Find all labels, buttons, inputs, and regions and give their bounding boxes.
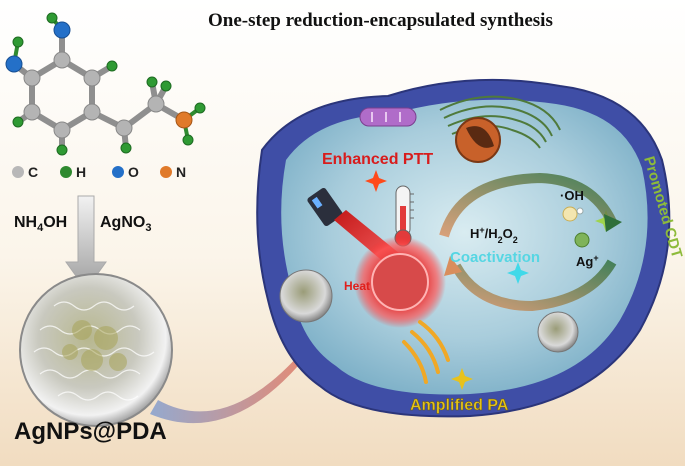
legend-label-o: O xyxy=(128,164,139,180)
organelle-mitochondrion xyxy=(359,107,417,127)
legend-dot-c xyxy=(12,166,24,178)
laser-device xyxy=(307,187,343,227)
silver-ion-icon xyxy=(574,232,590,248)
legend-dot-h xyxy=(60,166,72,178)
figure-title: One-step reduction-encapsulated synthesi… xyxy=(208,10,553,31)
reagent-ammonium-hydroxide: NH4OH xyxy=(14,214,68,235)
heated-nanoparticle xyxy=(354,236,446,328)
agnps-pda-nanoparticle xyxy=(19,273,173,427)
legend-dot-o xyxy=(112,166,124,178)
coactivation-label: Coactivation xyxy=(450,249,540,266)
dopamine-molecule xyxy=(5,12,206,156)
ptt-sparkle-icon xyxy=(365,170,387,192)
pa-sparkle-icon xyxy=(451,368,473,390)
hydroxyl-radical-icon xyxy=(576,207,584,215)
amplified-pa-label: Amplified PA xyxy=(410,397,509,414)
product-label: AgNPs@PDA xyxy=(14,418,167,445)
hydroxyl-radical-label: ·OH xyxy=(560,188,584,203)
legend-label-c: C xyxy=(28,164,39,180)
redox-cycle-arrow xyxy=(439,172,622,312)
enhanced-ptt-label: Enhanced PTT xyxy=(322,151,433,168)
legend-label-h: H xyxy=(76,164,87,180)
coactivation-sparkle-icon xyxy=(507,262,529,284)
delivery-arrow xyxy=(150,312,330,424)
nanoparticle-in-cell xyxy=(537,311,579,353)
h-h2o2-label: H+/H2O2 xyxy=(470,225,518,245)
legend-dot-n xyxy=(160,166,172,178)
legend-label-n: N xyxy=(176,164,187,180)
heat-label: Heat xyxy=(344,279,370,293)
silver-ion-label: Ag+ xyxy=(576,253,599,269)
hydroxyl-radical-icon xyxy=(562,206,578,222)
nanoparticle-in-cell xyxy=(279,269,333,323)
acoustic-wave-icon xyxy=(402,320,450,384)
organelle-nucleus xyxy=(455,117,501,163)
reagent-silver-nitrate: AgNO3 xyxy=(100,214,152,235)
